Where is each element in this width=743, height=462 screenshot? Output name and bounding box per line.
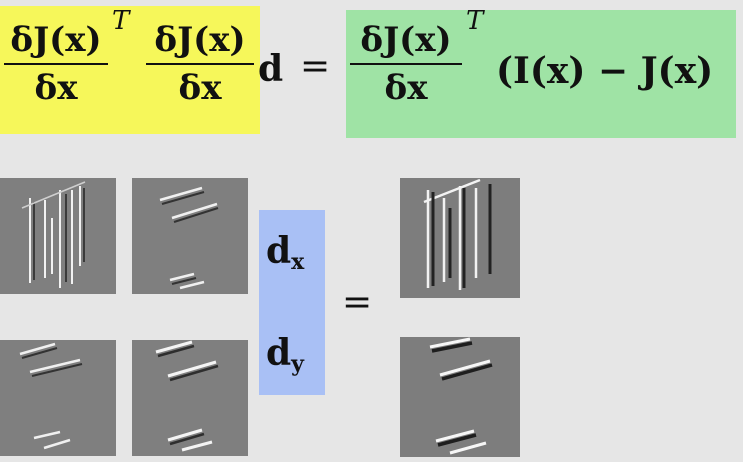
equals-sign-bottom: = [342,282,373,323]
green-highlight [346,10,736,138]
variable-d: d [258,48,284,90]
equals-sign-top: = [300,46,331,87]
fraction-numerator: δJ(x) [10,20,102,60]
jacobian-image-3 [0,340,116,456]
jacobian-image-4 [132,340,248,456]
jacobian-fraction-1: δJ(x) δx [4,20,108,108]
transpose-superscript-2: T [466,6,484,36]
fraction-bar [146,63,254,65]
fraction-bar [4,63,108,65]
jacobian-fraction-2: δJ(x) δx [146,20,254,108]
dy-component: dy [266,332,304,377]
result-image-x [400,178,520,298]
jacobian-fraction-3: δJ(x) δx [350,20,462,108]
fraction-denominator: δx [384,68,428,108]
blue-highlight [259,210,325,395]
fraction-denominator: δx [34,68,78,108]
jacobian-image-1 [0,178,116,294]
dx-component: dx [266,230,305,275]
residual-term: (I(x) − J(x) [496,50,714,92]
fraction-numerator: δJ(x) [154,20,246,60]
fraction-bar [350,63,462,65]
fraction-denominator: δx [178,68,222,108]
fraction-numerator: δJ(x) [360,20,452,60]
yellow-highlight [0,6,260,134]
transpose-superscript-1: T [112,6,130,36]
result-image-y [400,337,520,457]
jacobian-image-2 [132,178,248,294]
